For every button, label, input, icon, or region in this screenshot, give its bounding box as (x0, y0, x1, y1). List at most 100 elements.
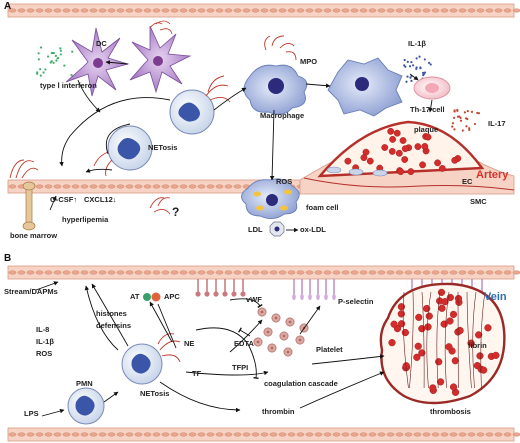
endothelial-cell (323, 270, 332, 275)
il17-dot (451, 125, 454, 128)
endothelial-cell (368, 432, 377, 437)
vwf-receptors (195, 279, 246, 297)
endothelial-cell (359, 432, 368, 437)
endothelial-cell (260, 8, 269, 13)
stream-label: Stream/DAPMs (4, 287, 58, 296)
red-blood-cell (435, 358, 443, 366)
endothelial-cell (116, 8, 125, 13)
red-blood-cell (414, 143, 422, 151)
endothelial-cell (314, 8, 323, 13)
endothelial-cell (323, 8, 332, 13)
netosis-label-b: NETosis (140, 389, 170, 398)
red-blood-cell (421, 143, 429, 150)
dendritic-cell-left (65, 27, 130, 97)
endothelial-cell (233, 8, 242, 13)
foam-cell-label: foam cell (306, 203, 339, 212)
endothelial-cell (233, 432, 242, 437)
interferon-dot (39, 74, 42, 77)
endothelial-cell (278, 432, 287, 437)
endothelial-cell (341, 432, 350, 437)
endothelial-cell (422, 432, 431, 437)
endothelial-cell (503, 432, 512, 437)
il8-label: IL-8 (36, 325, 50, 334)
endothelial-cell (413, 8, 422, 13)
netosis-cell-a (93, 125, 153, 177)
platelet-core (288, 320, 292, 324)
il1b-dot (423, 71, 427, 74)
endothelial-cell (35, 184, 44, 189)
endothelial-cell (413, 270, 422, 275)
endothelial-cell (188, 8, 197, 13)
apc-label: APC (164, 292, 180, 301)
endothelial-cell (305, 8, 314, 13)
il17-label: IL-17 (488, 119, 506, 128)
endothelial-cell (197, 184, 206, 189)
interferon-dots (36, 46, 74, 77)
red-blood-cell (451, 357, 459, 365)
endothelial-cell (197, 432, 206, 437)
fibrin-strand (421, 291, 425, 389)
endothelial-cell (8, 184, 17, 189)
endothelial-cell (395, 270, 404, 275)
il17-dot (456, 115, 460, 118)
pselectin-head (292, 294, 296, 300)
th17-cell (413, 76, 451, 100)
ros-label-b: ROS (36, 349, 53, 358)
endothelial-cell (62, 432, 71, 437)
endothelial-cell (134, 184, 143, 189)
endothelial-cell (377, 432, 386, 437)
vwf-head (240, 291, 246, 297)
il17-dots (451, 108, 481, 132)
endothelial-cell (287, 8, 296, 13)
pselectin-head (332, 294, 336, 300)
interferon-dot (39, 46, 43, 49)
endothelial-cell (386, 8, 395, 13)
fibrin-strand (466, 291, 472, 389)
red-blood-cell (393, 129, 401, 137)
artery-label: Artery (476, 169, 509, 181)
endothelial-cell (53, 8, 62, 13)
endothelial-cell (386, 432, 395, 437)
endothelial-cell (404, 270, 413, 275)
il17-dot (463, 111, 467, 114)
endothelial-cell (494, 432, 503, 437)
red-blood-cell (399, 137, 407, 144)
arrows-b (35, 281, 385, 417)
endothelial-cell (197, 8, 206, 13)
red-blood-cell (418, 349, 426, 357)
platelet-core (260, 310, 264, 314)
gcsf-label: G-CSF↑ (50, 195, 78, 204)
endothelial-cell (188, 432, 197, 437)
endothelial-cell (98, 270, 107, 275)
smc-label: SMC (470, 197, 487, 206)
red-blood-cell (484, 324, 492, 332)
endothelial-cell (350, 270, 359, 275)
endothelial-cell (188, 184, 197, 189)
endothelial-cell (224, 270, 233, 275)
coag-label: coagulation cascade (264, 379, 338, 388)
endothelial-cell (8, 270, 17, 275)
endothelial-cell (26, 270, 35, 275)
vwf-head (222, 291, 228, 297)
endothelial-cell (512, 270, 520, 275)
red-blood-cell (434, 159, 441, 167)
histones-label: histones (96, 309, 127, 318)
endothelial-cell (287, 432, 296, 437)
endothelial-cell (269, 8, 278, 13)
fibrin-strand (402, 291, 409, 389)
endothelial-cell (296, 270, 305, 275)
il17-dot (473, 122, 477, 126)
endothelial-cell (458, 270, 467, 275)
endothelial-cell (467, 8, 476, 13)
endothelial-cell (449, 270, 458, 275)
endothelial-cell (368, 8, 377, 13)
endothelial-cell (377, 8, 386, 13)
endothelial-cell (350, 432, 359, 437)
endothelial-cell (71, 184, 80, 189)
endothelial-cell (143, 270, 152, 275)
red-blood-cell (401, 328, 409, 337)
endothelial-cell (242, 432, 251, 437)
endothelial-cell (413, 432, 422, 437)
endothelial-cell (314, 432, 323, 437)
endothelial-cell (269, 270, 278, 275)
